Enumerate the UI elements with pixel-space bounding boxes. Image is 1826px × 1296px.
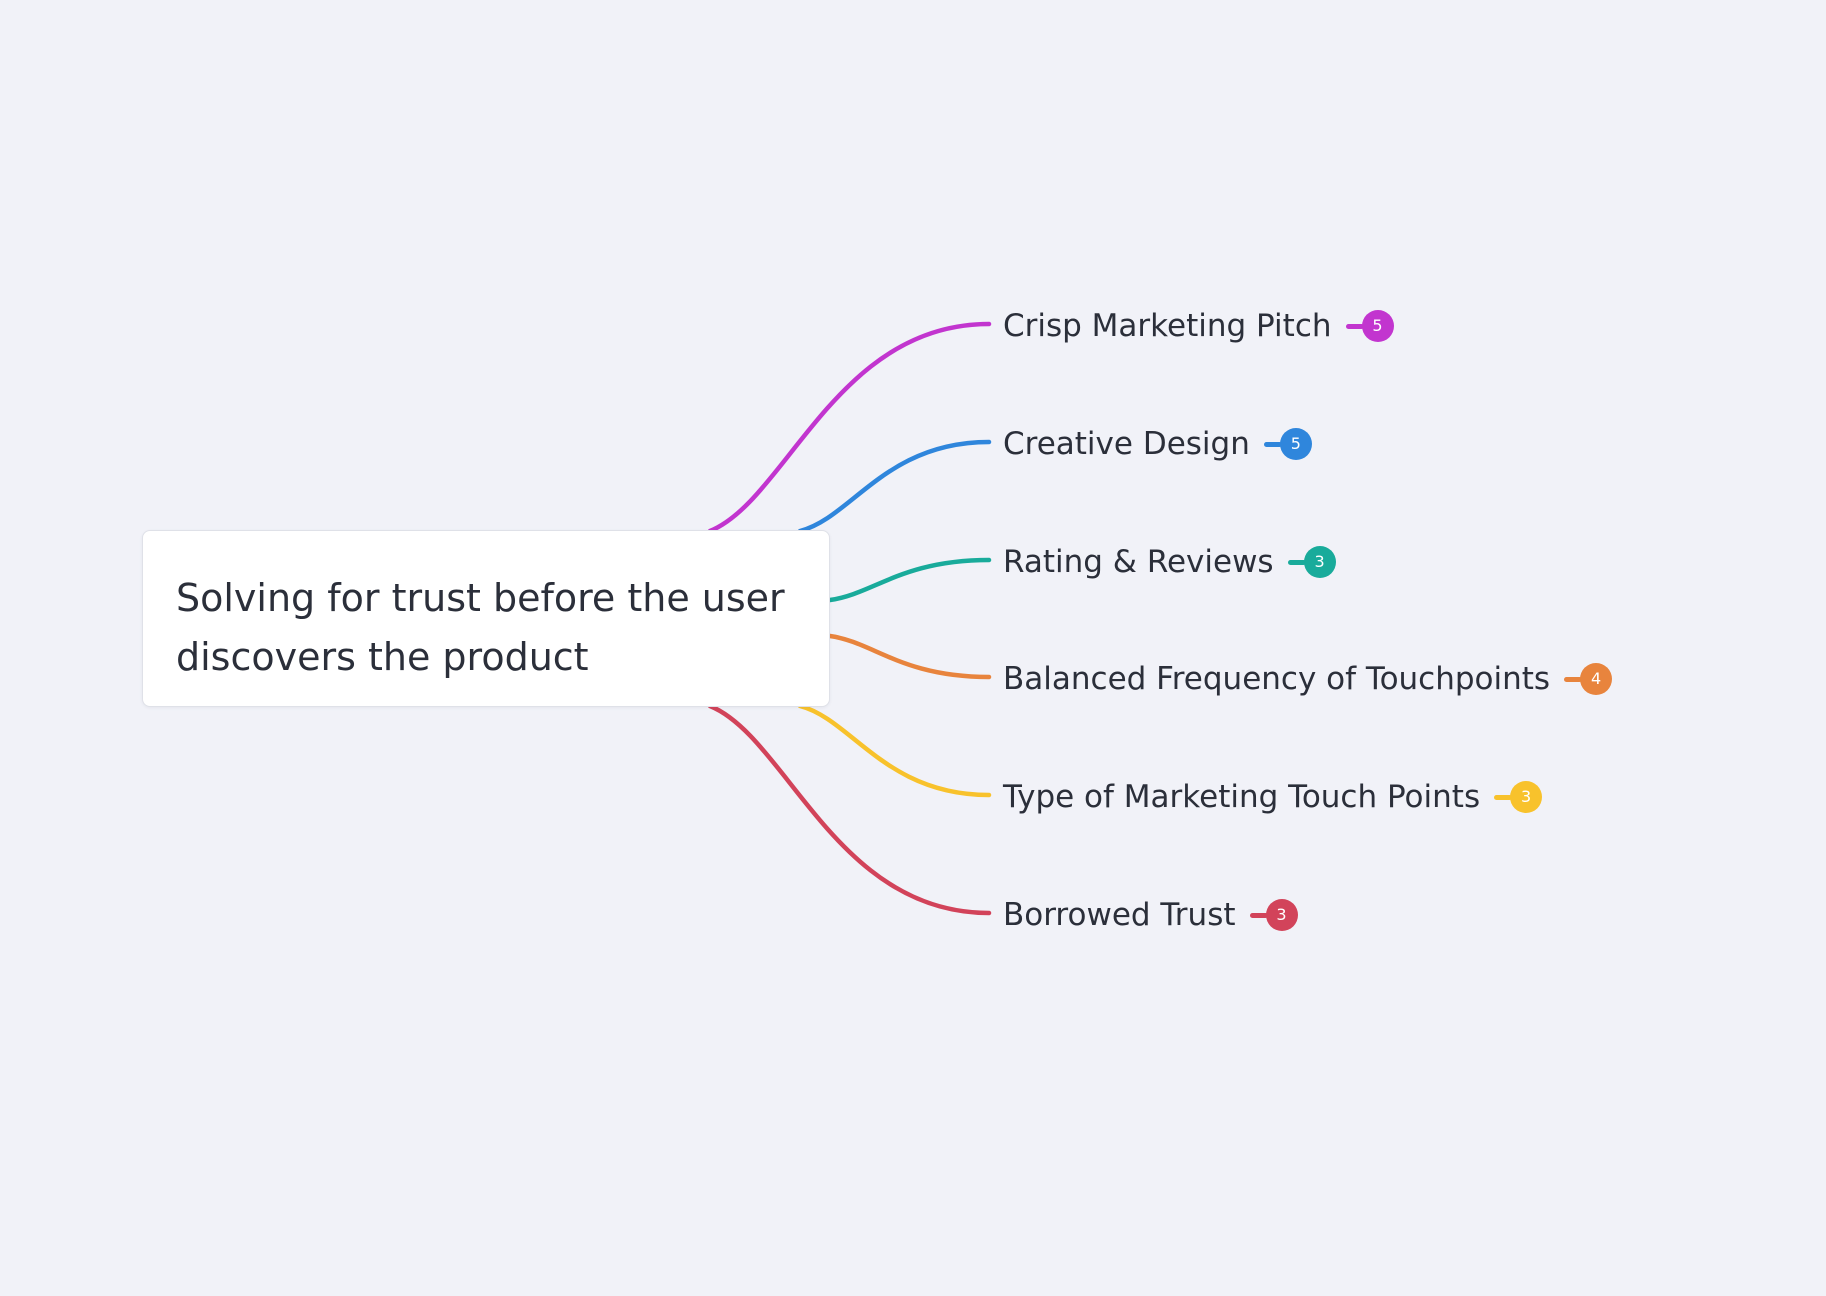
branch-label[interactable]: Balanced Frequency of Touchpoints (1003, 661, 1551, 697)
connector-rating-reviews (827, 557, 992, 603)
branch-connector-stub (1345, 323, 1364, 329)
connector-type-of-marketing-touch-points (797, 703, 992, 798)
connector-balanced-frequency-of-touchpoints (827, 633, 992, 680)
branch-balanced-frequency-of-touchpoints: Balanced Frequency of Touchpoints 4 (1003, 657, 1613, 701)
branch-type-of-marketing-touch-points: Type of Marketing Touch Points 3 (1003, 775, 1543, 819)
child-count-badge[interactable]: 3 (1510, 781, 1543, 813)
branch-connector-stub (1287, 559, 1306, 565)
child-count-badge[interactable]: 4 (1580, 663, 1613, 695)
branch-label[interactable]: Rating & Reviews (1003, 544, 1274, 580)
branch-label[interactable]: Crisp Marketing Pitch (1003, 308, 1332, 344)
connector-borrowed-trust (707, 703, 992, 916)
branch-crisp-marketing-pitch: Crisp Marketing Pitch 5 (1003, 304, 1394, 348)
branch-label[interactable]: Borrowed Trust (1003, 897, 1236, 933)
branch-connector-stub (1249, 912, 1268, 918)
child-count-badge[interactable]: 5 (1279, 428, 1312, 460)
root-topic-text: Solving for trust before the user discov… (176, 576, 785, 679)
branch-connector-stub (1494, 794, 1513, 800)
child-count-badge[interactable]: 5 (1361, 310, 1394, 342)
branch-creative-design: Creative Design 5 (1003, 422, 1312, 466)
branch-rating-reviews: Rating & Reviews 3 (1003, 540, 1336, 584)
branch-connector-stub (1564, 676, 1583, 682)
branch-connector-stub (1263, 441, 1282, 447)
branch-label[interactable]: Type of Marketing Touch Points (1003, 779, 1481, 815)
connector-creative-design (797, 439, 992, 534)
branch-label[interactable]: Creative Design (1003, 426, 1250, 462)
connector-crisp-marketing-pitch (707, 321, 992, 534)
root-topic-node[interactable]: Solving for trust before the user discov… (142, 530, 830, 707)
branch-borrowed-trust: Borrowed Trust 3 (1003, 893, 1298, 937)
child-count-badge[interactable]: 3 (1303, 546, 1336, 578)
child-count-badge[interactable]: 3 (1265, 899, 1298, 931)
